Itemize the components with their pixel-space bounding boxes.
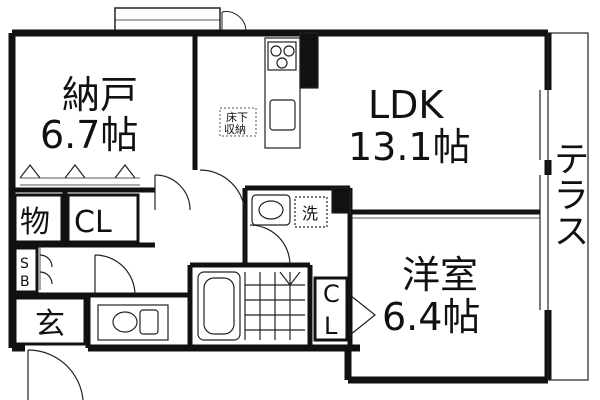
storage-room-name: 納戸 — [62, 73, 138, 117]
kitchen — [264, 32, 319, 149]
sb-label-b: B — [20, 274, 30, 290]
doors-and-partitions — [19, 164, 540, 400]
closets — [13, 193, 349, 346]
ldk-name: LDK — [368, 83, 444, 127]
closet-2-label-l: L — [324, 312, 338, 340]
closet-2-label-c: C — [323, 280, 340, 308]
storage-room-size: 6.7帖 — [40, 113, 138, 157]
western-room-size: 6.4帖 — [382, 295, 480, 339]
wash-label: 洗 — [302, 204, 318, 223]
mono-label: 物 — [20, 205, 50, 240]
underfloor-label-2: 収納 — [224, 123, 246, 136]
closet-label-1: CL — [74, 205, 112, 240]
toilet — [97, 304, 169, 341]
terrace-area — [539, 32, 589, 381]
underfloor-storage-box — [219, 107, 257, 137]
top-balcony — [114, 7, 247, 33]
bathroom — [197, 271, 305, 341]
sb-label-s: S — [20, 256, 29, 272]
terrace-label: テラス — [548, 140, 589, 248]
underfloor-label-1: 床下 — [226, 110, 248, 124]
washroom — [251, 187, 351, 228]
entrance-label: 玄 — [35, 307, 65, 342]
ldk-size: 13.1帖 — [348, 125, 471, 169]
western-room-name: 洋室 — [402, 253, 478, 297]
